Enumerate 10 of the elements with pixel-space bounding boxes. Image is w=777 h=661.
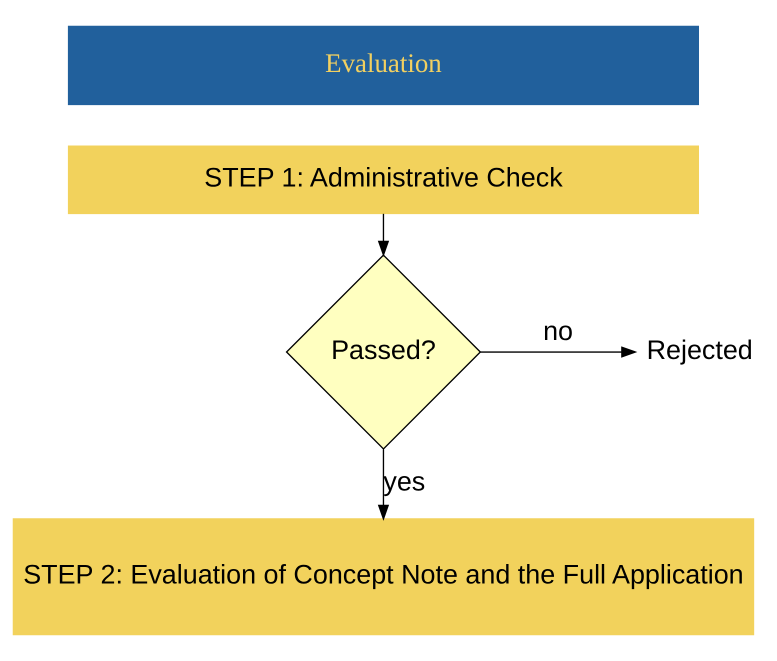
node-diamond: Passed? — [286, 254, 482, 450]
node-box: STEP 1: Administrative Check — [68, 145, 699, 214]
edge-label: yes — [383, 466, 426, 497]
node-box: Evaluation — [68, 26, 699, 106]
arrow — [480, 346, 638, 358]
node-box: STEP 2: Evaluation of Concept Note and the Full Application — [12, 518, 754, 636]
arrow — [378, 214, 390, 257]
edge-label: no — [543, 316, 574, 346]
node-text: Rejected — [646, 334, 753, 365]
arrow — [378, 449, 390, 521]
